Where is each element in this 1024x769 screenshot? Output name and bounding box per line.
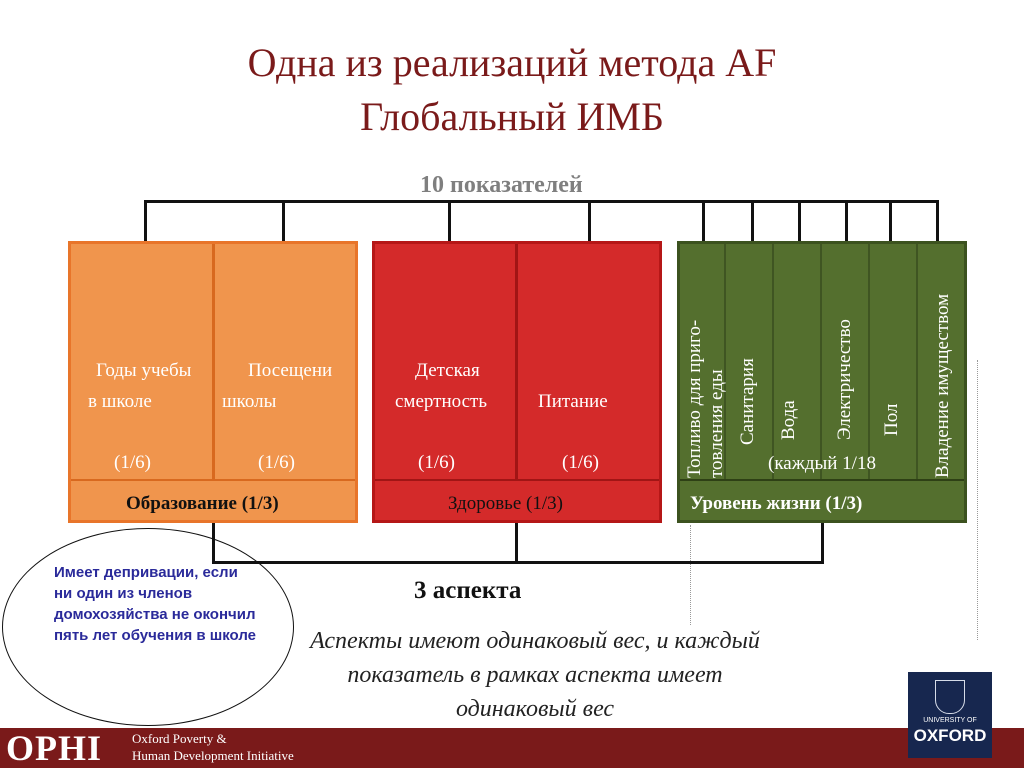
living-divider: [772, 244, 774, 480]
bracket-tick: [144, 200, 147, 242]
living-water-label: Вода: [778, 400, 799, 440]
education-years-label-2: в школе: [88, 391, 152, 412]
oxford-logo: UNIVERSITY OF OXFORD: [908, 672, 992, 758]
indicators-label: 10 показателей: [420, 172, 583, 198]
bracket-tick: [448, 200, 451, 242]
bottom-bracket-tick: [515, 523, 518, 563]
education-years-weight: (1/6): [114, 452, 151, 473]
living-dimension-label: Уровень жизни (1/3): [690, 493, 863, 514]
health-dimension-label: Здоровье (1/3): [448, 493, 563, 514]
education-divider: [212, 244, 215, 480]
health-nutrition-weight: (1/6): [562, 452, 599, 473]
living-separator: [680, 479, 964, 481]
living-fuel-label-1: Топливо для приго-: [684, 319, 705, 478]
education-attendance-weight: (1/6): [258, 452, 295, 473]
living-floor-label: Пол: [881, 403, 902, 436]
bracket-tick: [798, 200, 801, 242]
health-separator: [375, 479, 659, 481]
footer-bar: [0, 728, 1024, 768]
living-divider: [724, 244, 726, 480]
title-line-1: Одна из реализаций метода AF: [247, 40, 777, 85]
living-divider: [916, 244, 918, 480]
oxford-name-text: OXFORD: [913, 726, 987, 745]
education-attendance-label-1: Посещени: [248, 360, 333, 381]
bracket-tick: [702, 200, 705, 242]
living-divider: [820, 244, 822, 480]
dotted-guide: [977, 360, 978, 640]
living-assets-label: Владение имуществом: [932, 293, 953, 478]
bracket-tick: [889, 200, 892, 242]
health-mortality-weight: (1/6): [418, 452, 455, 473]
living-divider: [868, 244, 870, 480]
education-separator: [71, 479, 355, 481]
health-divider: [515, 244, 518, 480]
bracket-tick: [751, 200, 754, 242]
oxford-crest-icon: [935, 680, 965, 714]
health-mortality-label-1: Детская: [415, 360, 480, 381]
weighting-note: Аспекты имеют одинаковый вес, и каждый п…: [310, 628, 760, 722]
ophi-logo: OPHI: [6, 728, 103, 768]
deprivation-note: Имеет депривации, если ни один из членов…: [54, 564, 257, 644]
education-years-label-1: Годы учебы: [96, 360, 192, 381]
health-nutrition-label: Питание: [538, 391, 608, 412]
title-line-2: Глобальный ИМБ: [360, 94, 664, 139]
bracket-tick: [282, 200, 285, 242]
education-attendance-label-2: школы: [222, 391, 277, 412]
education-dimension-label: Образование (1/3): [126, 493, 279, 514]
ophi-subtitle-1: Oxford Poverty &: [132, 731, 227, 746]
living-fuel-label-2: товления еды: [706, 369, 727, 478]
bottom-bracket-line: [212, 561, 824, 564]
oxford-university-text: UNIVERSITY OF: [923, 717, 977, 724]
bottom-bracket-tick: [821, 523, 824, 563]
dotted-guide: [690, 525, 691, 625]
top-bracket-line: [144, 200, 939, 203]
living-electricity-label: Электричество: [834, 319, 855, 440]
bracket-tick: [936, 200, 939, 242]
aspects-label: 3 аспекта: [414, 577, 522, 604]
living-sanitation-label: Санитария: [737, 358, 758, 445]
living-weight: (каждый 1/18: [768, 453, 876, 474]
callout-ellipse: [2, 528, 294, 726]
bracket-tick: [588, 200, 591, 242]
bracket-tick: [845, 200, 848, 242]
ophi-subtitle-2: Human Development Initiative: [132, 748, 294, 763]
health-mortality-label-2: смертность: [395, 391, 487, 412]
